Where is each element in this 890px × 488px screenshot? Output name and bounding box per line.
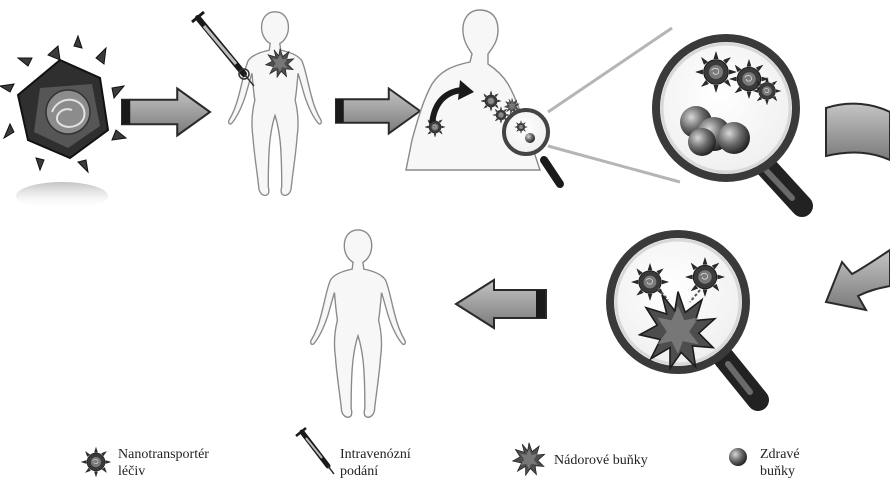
nanocarrier-body: [18, 60, 108, 158]
large-magnifier-bottom: [610, 234, 758, 400]
curved-arrow-down: [826, 104, 890, 160]
torso-with-lens: [406, 10, 560, 184]
curved-arrow-left: [826, 250, 890, 310]
legend-label-iv-admin: Intravenózní podání: [340, 446, 411, 480]
nanocarrier-icon: [81, 447, 110, 476]
legend-label-nanocarrier: Nanotransportér léčiv: [118, 446, 209, 480]
nanocarrier-in-lens: [515, 121, 528, 134]
magnifier-icon: [504, 110, 548, 154]
healthy-body-icon: [311, 230, 406, 417]
arrow-right-icon: [336, 89, 420, 134]
nanocarrier-in-lens: [753, 77, 781, 105]
arrow-left-icon: [456, 280, 546, 328]
nanocarrier-particle: [0, 36, 126, 210]
nanocarrier-reflection: [16, 182, 108, 210]
tumor-cell-icon: [513, 443, 545, 476]
nanocarrier-in-lens: [696, 52, 736, 92]
legend-label-healthy-cells: Zdravé buňky: [760, 446, 800, 480]
healthy-cell-icon: [525, 133, 535, 143]
healthy-cell-icon: [729, 448, 747, 466]
syringe-icon: [192, 12, 254, 86]
syringe-icon: [296, 428, 334, 474]
body-with-syringe: [192, 12, 321, 196]
nanocarrier-in-body: [425, 117, 445, 137]
legend-label-tumor-cells: Nádorové buňky: [554, 452, 648, 469]
arrow-right-icon: [122, 88, 210, 135]
nanocarrier-in-body: [481, 91, 501, 111]
body-icon: [229, 12, 322, 196]
nanocarrier-in-lens: [686, 258, 725, 297]
